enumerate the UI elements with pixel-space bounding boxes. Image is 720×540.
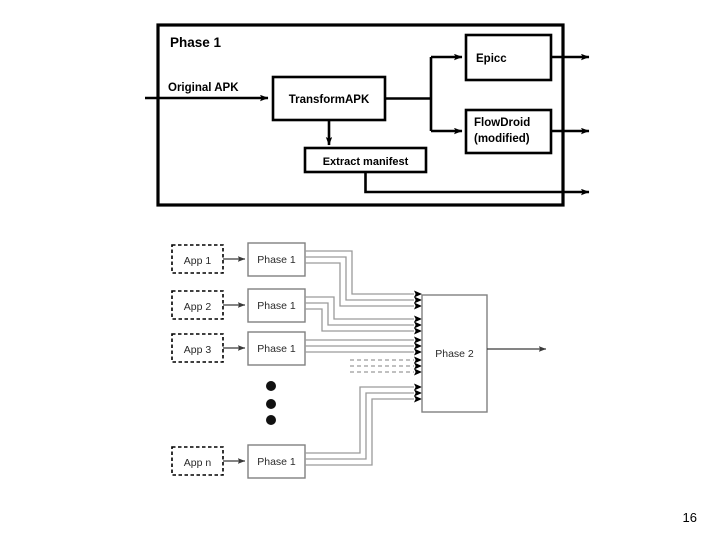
phase1-box-1 bbox=[247, 242, 306, 277]
phase1-box-3-label: Phase 1 bbox=[257, 343, 296, 355]
connector-bundles bbox=[305, 250, 414, 466]
app-3-box bbox=[171, 333, 224, 363]
app-1-box bbox=[171, 244, 224, 274]
bundle-n-line-3 bbox=[305, 398, 414, 466]
flowdroid-label-line1: FlowDroid bbox=[474, 117, 530, 129]
ellipsis-dot-3 bbox=[266, 415, 276, 425]
phase2-box bbox=[421, 294, 488, 413]
dashed-ellipsis-connectors bbox=[350, 359, 414, 373]
ellipsis-dot-1 bbox=[266, 381, 276, 391]
bottom-diagram-group: App 1 App 2 App 3 App n Phase 1 Phase 1 … bbox=[171, 242, 547, 479]
app-1-label: App 1 bbox=[184, 255, 212, 267]
phase2-input-arrowheads bbox=[414, 290, 422, 403]
phase1-container-label: Phase 1 bbox=[170, 35, 222, 50]
bundle-n-line-2 bbox=[305, 392, 414, 460]
phase1-box-2 bbox=[247, 288, 306, 323]
extract-manifest-label: Extract manifest bbox=[323, 156, 409, 168]
extract-manifest-output-path bbox=[364, 172, 590, 196]
phase2-label: Phase 2 bbox=[435, 348, 474, 360]
phase1-box-3 bbox=[247, 331, 306, 366]
vertical-ellipsis-dots bbox=[266, 381, 276, 425]
page-number: 16 bbox=[683, 510, 697, 525]
bundle-2-line-2 bbox=[305, 302, 414, 326]
app-n-label: App n bbox=[184, 457, 212, 469]
app-3-label: App 3 bbox=[184, 344, 212, 356]
transform-apk-label: TransformAPK bbox=[289, 94, 370, 106]
bundle-1-line-3 bbox=[305, 262, 414, 307]
bundle-n-line-1 bbox=[305, 386, 414, 454]
bundle-1-line-1 bbox=[305, 250, 414, 295]
bundle-2-line-1 bbox=[305, 296, 414, 320]
original-apk-label: Original APK bbox=[168, 82, 239, 94]
top-diagram-group: Phase 1 Original APK TransformAPK Epicc … bbox=[145, 23, 590, 207]
phase1-box-n bbox=[247, 444, 306, 479]
phase1-box-1-label: Phase 1 bbox=[257, 254, 296, 266]
transform-apk-box bbox=[271, 75, 387, 122]
bundle-2-line-3 bbox=[305, 308, 414, 332]
app-2-box bbox=[171, 290, 224, 320]
flowdroid-label-line2: (modified) bbox=[474, 133, 530, 145]
bundle-1-line-2 bbox=[305, 256, 414, 301]
phase1-box-2-label: Phase 1 bbox=[257, 300, 296, 312]
epicc-label: Epicc bbox=[476, 53, 507, 65]
phase1-box-n-label: Phase 1 bbox=[257, 456, 296, 468]
app-n-box bbox=[171, 446, 224, 476]
ellipsis-dot-2 bbox=[266, 399, 276, 409]
app-2-label: App 2 bbox=[184, 301, 212, 313]
epicc-box bbox=[464, 33, 553, 82]
